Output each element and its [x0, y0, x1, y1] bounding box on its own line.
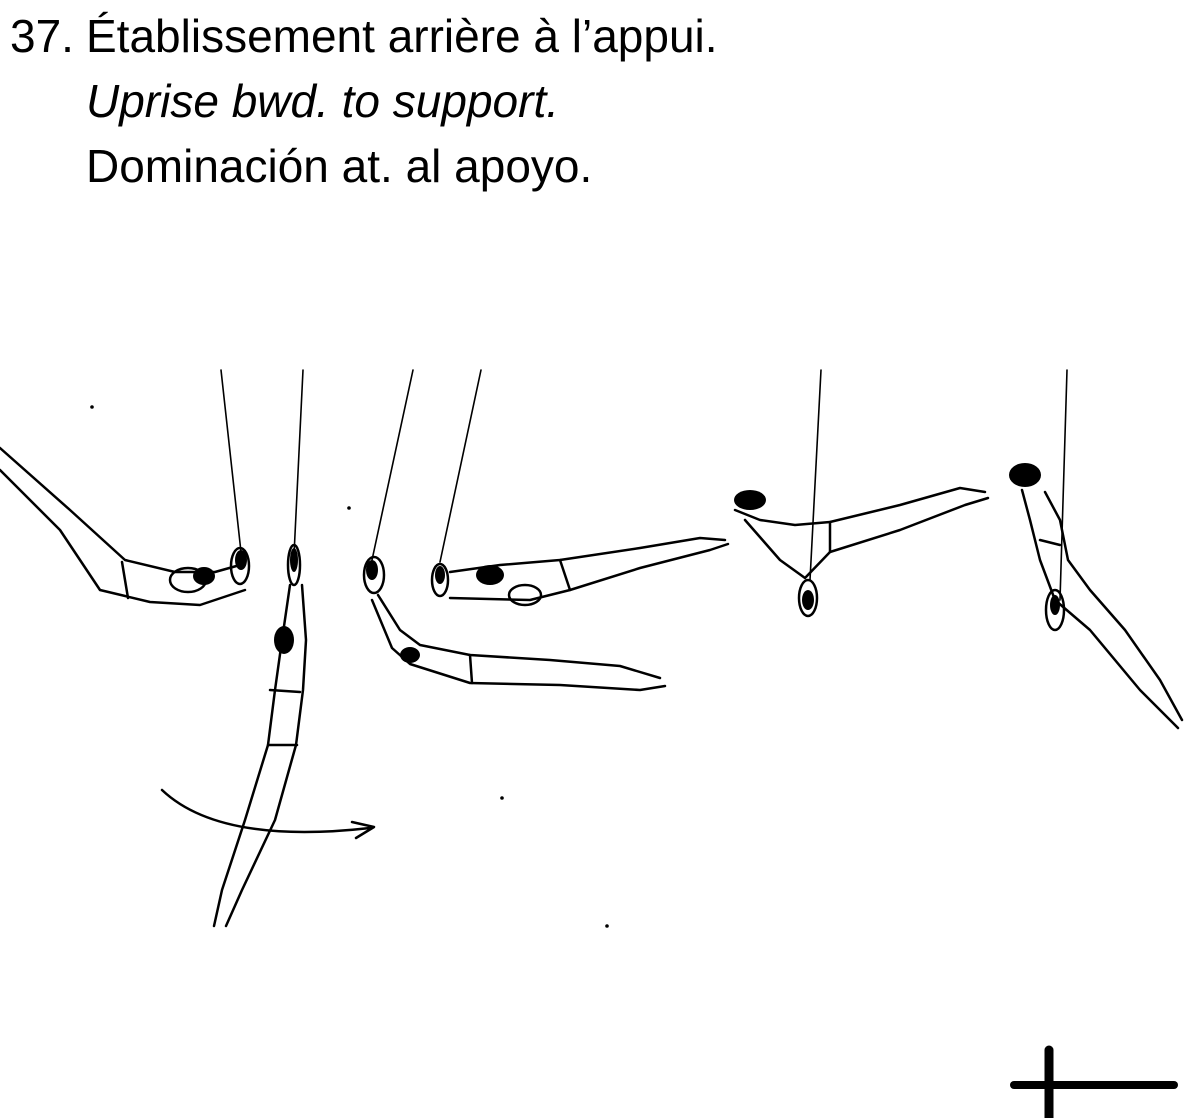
title-french: Établissement arrière à l’appui. [86, 10, 718, 62]
gymnast-figure-5 [733, 486, 990, 618]
title-french-row: 37. Établissement arrière à l’appui. [10, 4, 718, 69]
apparatus-symbol-icon [1010, 1045, 1178, 1118]
rings-cable-icon [220, 369, 1068, 601]
gymnast-figure-4 [430, 536, 730, 607]
gymnast-figure-3 [362, 555, 667, 692]
stray-marks [90, 405, 609, 928]
swing-arrow-icon [160, 788, 376, 840]
exercise-title-block: 37. Établissement arrière à l’appui. Upr… [10, 4, 718, 199]
gymnast-figure-1 [0, 446, 251, 607]
gymnast-figure-6 [1009, 463, 1184, 730]
gymnast-figure-2 [212, 543, 308, 928]
exercise-number: 37. [10, 10, 74, 62]
title-spanish: Dominación at. al apoyo. [86, 140, 593, 192]
title-english: Uprise bwd. to support. [86, 75, 560, 127]
